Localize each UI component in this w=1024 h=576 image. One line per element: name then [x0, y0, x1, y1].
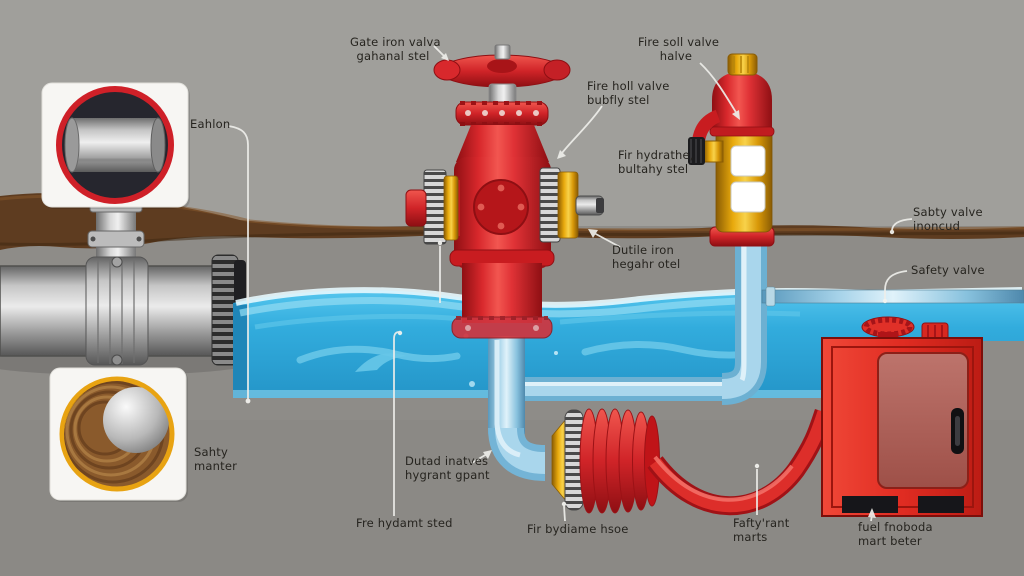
label-sabty-valve-inoncud: Sabty valve inoncud: [913, 205, 983, 233]
label-dutile-iron: Dutile iron hegahr otel: [612, 243, 681, 271]
fire-hose-reel: [551, 408, 660, 514]
hydrant-top-knob: [727, 53, 758, 76]
label-safety-valve: Safety valve: [911, 263, 985, 277]
label-dutad-inatves: Dutad inatves hygrant gpant: [405, 454, 490, 482]
cabinet-foot: [918, 496, 964, 513]
label-fire-holl-valve: Fire holl valve bubfly stel: [587, 79, 670, 107]
label-eahlon: Eahlon: [190, 117, 231, 131]
label-fafty-rant: Fafty'rant marts: [733, 516, 790, 544]
valve-left-port: [405, 169, 460, 245]
hydrant-panel: [730, 145, 766, 177]
inset-card-tube: [49, 367, 188, 502]
label-gate-iron-valve: Gate iron valva gahanal stel: [350, 35, 441, 63]
cabinet-foot: [842, 496, 898, 513]
leader-lines: [227, 45, 913, 522]
gate-valve: [405, 44, 604, 339]
valve-bottom-flange: [451, 316, 553, 339]
hydrant-side-port: [703, 140, 724, 163]
label-fire-soll-valve: Fire soll valve halve: [638, 35, 720, 63]
fire-hose: [647, 408, 834, 516]
label-fir-hydrathe: Fir hydrathe, bultahy stel: [618, 148, 694, 176]
buried-blue-piping: [488, 236, 1024, 481]
valve-right-port: [539, 167, 604, 243]
label-fir-bydiame-hose: Fir bydiame hsoe: [527, 522, 629, 536]
label-sahty-manter: Sahty manter: [194, 445, 238, 473]
water-main-pipe: [0, 254, 250, 375]
hose-cabinet: [821, 316, 983, 517]
yellow-hydrant: [688, 53, 775, 247]
valve-bonnet-flange: [455, 101, 549, 126]
valve-center-boss: [473, 179, 529, 235]
label-fuel-fnoboda: fuel fnoboda mart beter: [858, 520, 933, 548]
inset-sphere: [103, 387, 169, 453]
hydrant-body: [715, 127, 773, 233]
cabinet-door: [877, 352, 969, 489]
hydrant-dome: [712, 71, 772, 134]
hydrant-panel: [730, 181, 766, 213]
label-fre-hydamt: Fre hydamt sted: [356, 516, 453, 530]
inset-card-coupler: [41, 82, 190, 209]
